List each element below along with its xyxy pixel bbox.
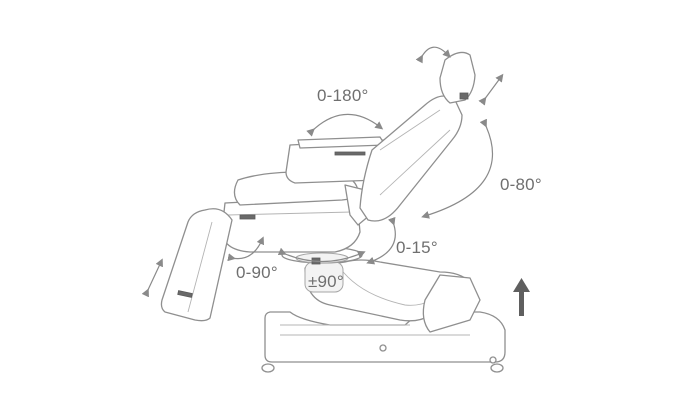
seat-tilt-label: 0-15° — [396, 238, 438, 257]
backrest-recline-arrow — [306, 113, 384, 137]
headrest-tilt-arrow — [415, 46, 451, 64]
leg-rest-arrow — [227, 236, 264, 262]
backrest-range-arrow — [421, 118, 494, 219]
backrest — [359, 95, 463, 222]
headrest-slide-arrow — [478, 73, 504, 106]
rotation-arrow — [277, 247, 366, 263]
up-arrow-icon — [513, 278, 530, 316]
headrest — [439, 51, 476, 104]
motion-arrows — [141, 46, 504, 298]
rotation-label: ±90° — [308, 272, 344, 291]
leg-extend-arrow — [141, 258, 163, 298]
lift-mechanism — [304, 259, 481, 333]
headrest-tilt-label: 0-80° — [500, 175, 542, 194]
leg-rest — [160, 208, 233, 322]
seat — [221, 171, 371, 253]
backrest-recline-label: 0-180° — [317, 86, 369, 105]
seat-tilt-arrow — [366, 216, 396, 265]
leg-rest-label: 0-90° — [236, 263, 278, 282]
